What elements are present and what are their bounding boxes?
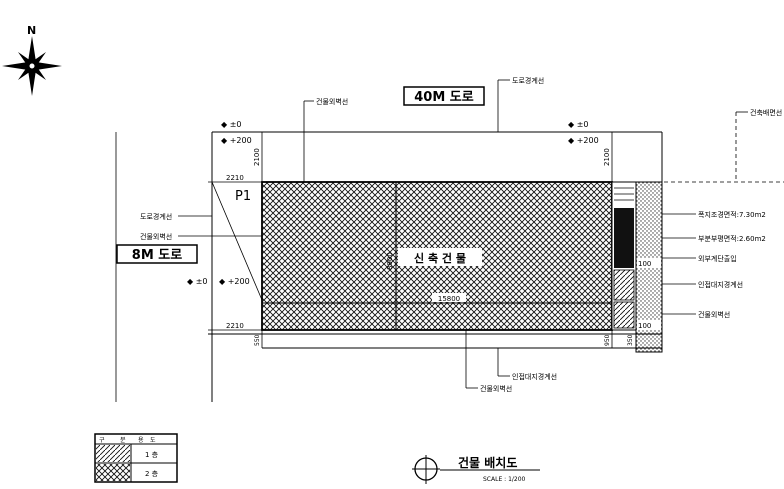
exterior-stair-label: 외부계단출입 — [698, 254, 737, 263]
adjacent-site-line-label-bottom: 인접대지경계선 — [512, 372, 557, 381]
dim-top-setback-left: 2100 — [253, 148, 261, 166]
north-road-label: 40M 도로 — [414, 90, 474, 105]
west-road-label: 8M 도로 — [132, 248, 182, 263]
landscape-area-label: 폭지조경면적:7.30m2 — [698, 210, 766, 219]
dim-left-top: 2210 — [226, 174, 244, 182]
legend-header-2: 분 — [120, 437, 126, 444]
p1-marker: P1 — [235, 189, 251, 204]
drawing-title: 건물 배치도 — [458, 455, 517, 470]
legend-header-1: 구 — [99, 437, 105, 444]
elevation-top-left-a: ◆ ±0 — [221, 120, 242, 129]
elevation-top-right-b: ◆ +200 — [568, 136, 599, 145]
dim-left-bottom: 2210 — [226, 322, 244, 330]
compass-north-label: N — [27, 24, 36, 37]
building-line-label-left: 건물외벽선 — [140, 232, 172, 241]
building-line-label-right2: 건물외벽선 — [698, 310, 730, 319]
dim-bottom-right: 950 — [604, 334, 611, 346]
building-line-label-top: 건물외벽선 — [316, 97, 348, 106]
title-symbol-icon — [412, 455, 440, 484]
building-name-box — [398, 248, 482, 266]
dim-top-setback-right: 2100 — [603, 148, 611, 166]
dim-depth: 8900 — [386, 252, 394, 270]
elevation-top-left-b: ◆ +200 — [221, 136, 252, 145]
dim-bottom-right2: 350 — [627, 334, 634, 346]
legend-header-4: 도 — [150, 437, 156, 444]
compass-rose-icon — [2, 36, 62, 96]
building-line-label-right: 건축배면선 — [750, 108, 782, 117]
elevation-left-b: ◆ +200 — [219, 277, 250, 286]
building-name-label: 신 축 건 물 — [414, 251, 466, 265]
dim-right-100-a: 100 — [638, 260, 651, 268]
elevation-left-a: ◆ ±0 — [187, 277, 208, 286]
elevation-top-right-a: ◆ ±0 — [568, 120, 589, 129]
legend-row-2-value: 2 층 — [145, 469, 159, 478]
road-boundary-label-left: 도로경계선 — [140, 212, 172, 221]
adjacent-site-line-label: 인접대지경계선 — [698, 280, 743, 289]
legend-table — [94, 433, 178, 483]
dim-length: 15800 — [438, 295, 460, 303]
road-boundary-label-top: 도로경계선 — [512, 76, 544, 85]
drawing-scale: SCALE : 1/200 — [483, 476, 526, 483]
dim-bottom-left: 550 — [254, 334, 261, 346]
underground-area-label: 부분부평면적:2.60m2 — [698, 234, 766, 243]
legend-header-3: 용 — [138, 437, 144, 444]
building-line-label-bottom: 건물외벽선 — [480, 384, 512, 393]
stair-core — [614, 208, 634, 268]
legend-row-1-value: 1 층 — [145, 450, 159, 459]
dim-right-100-b: 100 — [638, 322, 651, 330]
west-road-box — [116, 244, 198, 264]
north-road-box — [403, 86, 485, 106]
